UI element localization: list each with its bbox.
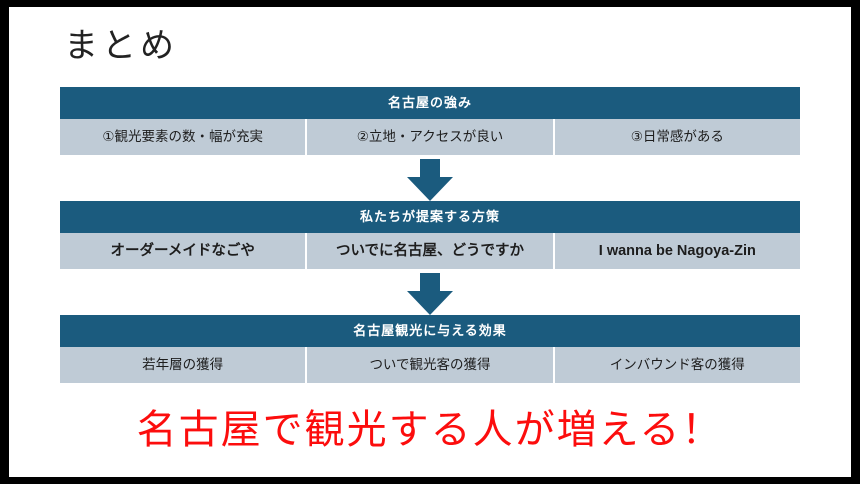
slide-canvas: まとめ 名古屋の強み ①観光要素の数・幅が充実 ②立地・アクセスが良い ③日常感… — [9, 7, 851, 477]
section-row-proposals: オーダーメイドなごや ついでに名古屋、どうですか I wanna be Nago… — [60, 233, 800, 269]
arrow-head — [407, 177, 453, 201]
arrow-down-icon-2 — [407, 273, 453, 315]
page-title: まとめ — [64, 27, 178, 65]
section-strengths: 名古屋の強み ①観光要素の数・幅が充実 ②立地・アクセスが良い ③日常感がある — [60, 87, 800, 155]
section-cell-proposal-3: I wanna be Nagoya-Zin — [554, 233, 800, 269]
section-cell-proposal-1: オーダーメイドなごや — [60, 233, 308, 269]
arrow-shaft — [420, 273, 440, 293]
section-row-strengths: ①観光要素の数・幅が充実 ②立地・アクセスが良い ③日常感がある — [60, 119, 800, 155]
section-proposals: 私たちが提案する方策 オーダーメイドなごや ついでに名古屋、どうですか I wa… — [60, 201, 800, 269]
arrow-down-icon-1 — [407, 159, 453, 201]
section-cell-effect-1: 若年層の獲得 — [60, 347, 308, 383]
section-header-strengths: 名古屋の強み — [60, 87, 800, 119]
section-cell-strength-1: ①観光要素の数・幅が充実 — [60, 119, 308, 155]
section-header-effects: 名古屋観光に与える効果 — [60, 315, 800, 347]
section-cell-strength-3: ③日常感がある — [554, 119, 800, 155]
section-cell-effect-3: インバウンド客の獲得 — [554, 347, 800, 383]
section-cell-proposal-2: ついでに名古屋、どうですか — [307, 233, 555, 269]
section-header-proposals: 私たちが提案する方策 — [60, 201, 800, 233]
arrow-head — [407, 291, 453, 315]
arrow-shaft — [420, 159, 440, 179]
section-cell-strength-2: ②立地・アクセスが良い — [307, 119, 555, 155]
section-cell-effect-2: ついで観光客の獲得 — [307, 347, 555, 383]
conclusion-text: 名古屋で観光する人が増える！ — [136, 408, 724, 452]
section-effects: 名古屋観光に与える効果 若年層の獲得 ついで観光客の獲得 インバウンド客の獲得 — [60, 315, 800, 383]
section-row-effects: 若年層の獲得 ついで観光客の獲得 インバウンド客の獲得 — [60, 347, 800, 383]
